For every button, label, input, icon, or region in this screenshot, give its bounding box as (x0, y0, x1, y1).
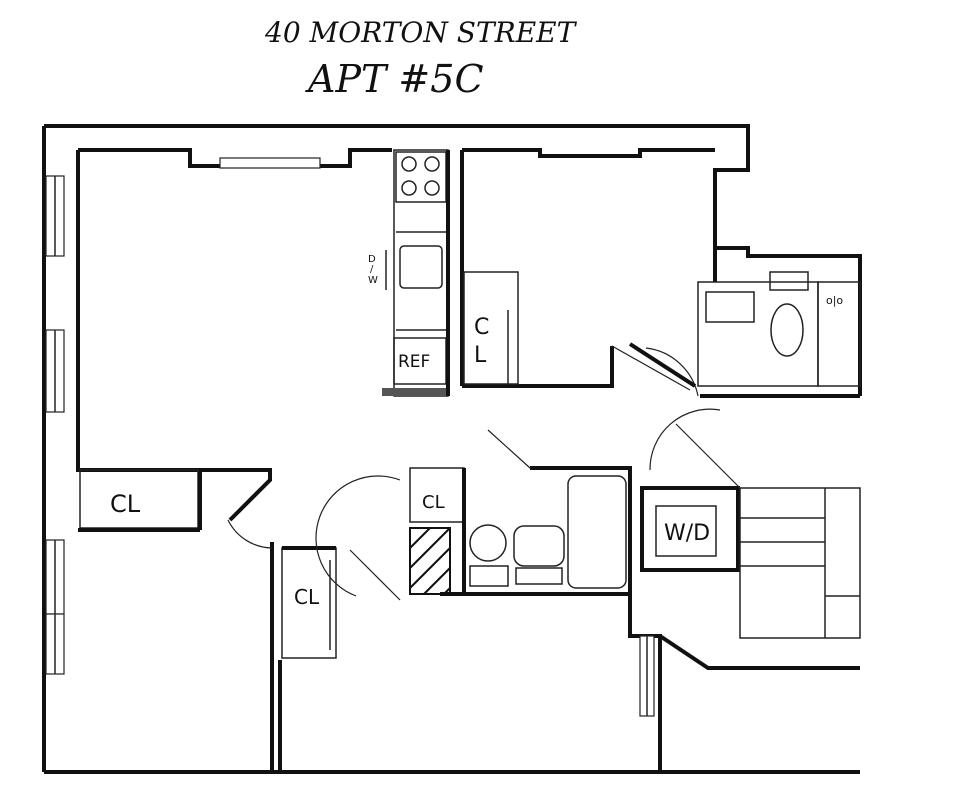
closet-kitchen-l: L (474, 343, 487, 368)
washer-dryer-label: W/D (664, 521, 710, 546)
left-bedroom: CL (76, 456, 274, 772)
closet-center-label: CL (294, 585, 320, 609)
dishwasher-label-d: D (368, 254, 376, 265)
top-window (219, 157, 321, 169)
stairs (739, 487, 861, 639)
bath-hall-closet: CL (409, 467, 465, 595)
closet-left-label: CL (110, 490, 141, 518)
kitchen: REF D / W (368, 149, 450, 397)
washer-dryer-area: W/D (640, 408, 741, 572)
outer-walls (42, 124, 862, 774)
unit-title: APT #5C (305, 57, 484, 101)
dryer-label: o|o (826, 294, 843, 307)
kitchen-sink-icon (399, 245, 443, 289)
lower-living (278, 592, 860, 772)
toilet-icon (769, 271, 809, 291)
refrigerator-label: REF (398, 352, 430, 372)
bathtub-icon (567, 475, 627, 589)
sink-icon (469, 524, 507, 562)
center-closet: CL (281, 475, 401, 659)
bedroom-top-right: C L (460, 148, 715, 397)
closet-bath-hall-label: CL (422, 492, 445, 513)
toilet-bowl-icon (513, 525, 565, 567)
closet-kitchen-c: C (474, 315, 489, 340)
vanity-icon (705, 291, 755, 323)
address-title: 40 MORTON STREET (264, 16, 578, 49)
dishwasher-label-slash: / (370, 264, 374, 275)
bathroom-top: o|o (697, 271, 861, 387)
left-windows (45, 175, 65, 675)
dishwasher-label-w: W (368, 275, 378, 286)
main-bathroom (462, 429, 632, 596)
